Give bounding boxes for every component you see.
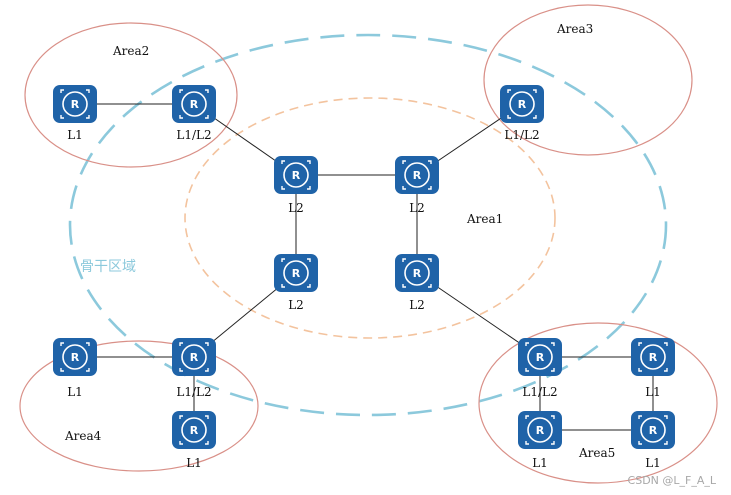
- router-glyph: R: [649, 351, 658, 364]
- router-icon[interactable]: R: [631, 338, 675, 376]
- router-icon[interactable]: R: [172, 411, 216, 449]
- area1-label: Area1: [466, 212, 503, 226]
- area4-outline: [19, 340, 259, 472]
- router-label-a4-l1l2: L1/L2: [176, 385, 211, 399]
- router-label-a4-l1: L1: [67, 385, 83, 399]
- router-icon[interactable]: R: [172, 338, 216, 376]
- router-label-core-tr: L2: [409, 201, 425, 215]
- router-glyph: R: [190, 98, 199, 111]
- router-glyph: R: [413, 267, 422, 280]
- router-label-core-br: L2: [409, 298, 425, 312]
- area3-label: Area3: [556, 22, 593, 36]
- backbone-label: 骨干区域: [80, 259, 136, 275]
- router-label-a2-l1l2: L1/L2: [176, 128, 211, 142]
- router-glyph: R: [190, 424, 199, 437]
- router-icon[interactable]: R: [53, 338, 97, 376]
- router-icon[interactable]: R: [274, 156, 318, 194]
- router-glyph: R: [518, 98, 527, 111]
- router-glyph: R: [413, 169, 422, 182]
- area2-label: Area2: [112, 44, 149, 58]
- area1-outline: [184, 97, 556, 339]
- router-icon[interactable]: R: [500, 85, 544, 123]
- router-label-a2-l1: L1: [67, 128, 83, 142]
- router-label-a5-l1bl: L1: [532, 456, 548, 470]
- area5-outline: [478, 322, 718, 484]
- area5-label: Area5: [578, 446, 615, 460]
- router-glyph: R: [536, 351, 545, 364]
- router-icon[interactable]: R: [172, 85, 216, 123]
- router-label-a5-l1r: L1: [645, 385, 661, 399]
- backbone-area-outline: [68, 33, 668, 417]
- area3-outline: [483, 4, 693, 156]
- router-label-a4-l1b: L1: [186, 456, 202, 470]
- router-glyph: R: [292, 169, 301, 182]
- watermark: CSDN @L_F_A_L: [628, 474, 717, 487]
- router-glyph: R: [71, 351, 80, 364]
- area4-label: Area4: [64, 429, 102, 443]
- router-icon[interactable]: R: [395, 254, 439, 292]
- router-icon[interactable]: R: [274, 254, 318, 292]
- area2-outline: [24, 22, 238, 168]
- router-icon[interactable]: R: [518, 338, 562, 376]
- router-icon[interactable]: R: [631, 411, 675, 449]
- router-icon[interactable]: R: [395, 156, 439, 194]
- router-glyph: R: [190, 351, 199, 364]
- router-label-core-tl: L2: [288, 201, 304, 215]
- router-label-core-bl: L2: [288, 298, 304, 312]
- router-glyph: R: [536, 424, 545, 437]
- router-label-a3-l1l2: L1/L2: [504, 128, 539, 142]
- router-glyph: R: [71, 98, 80, 111]
- router-label-a5-l1l2: L1/L2: [522, 385, 557, 399]
- router-icon[interactable]: R: [518, 411, 562, 449]
- router-glyph: R: [649, 424, 658, 437]
- router-icon[interactable]: R: [53, 85, 97, 123]
- router-glyph: R: [292, 267, 301, 280]
- router-label-a5-l1br: L1: [645, 456, 661, 470]
